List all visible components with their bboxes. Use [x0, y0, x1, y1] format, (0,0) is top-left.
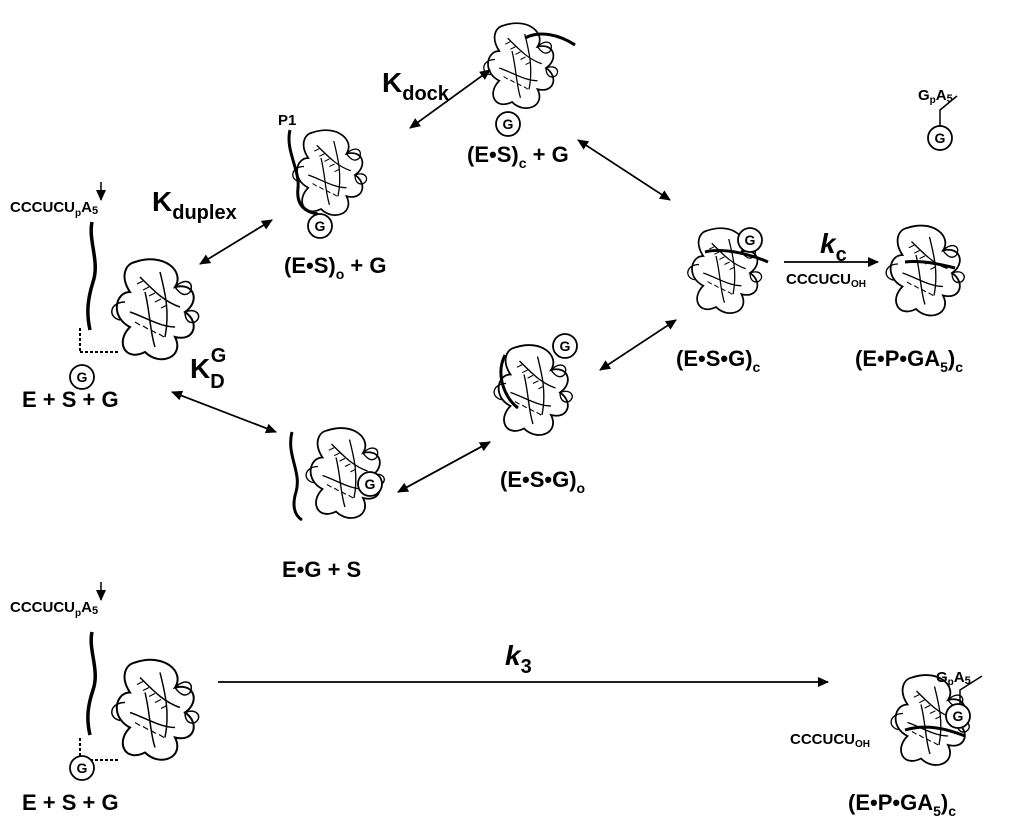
species-epg-bottom: (E•P•GA5)c [848, 790, 956, 817]
species-eg: E•G + S [282, 557, 361, 582]
constant-kdg: KDG [190, 345, 226, 393]
guanosine-esg-open: G [552, 333, 578, 359]
ga5-strand [939, 95, 958, 128]
equilibrium-arrows [171, 69, 677, 493]
docked-strand [524, 32, 576, 47]
guanosine-es-open: G [307, 213, 333, 239]
product-3p-sequence: GpA5 [918, 87, 953, 106]
svg-text:G: G [503, 116, 514, 132]
arrow-sbind-reverse [397, 441, 491, 493]
guanosine-es-closed: G [495, 111, 521, 137]
svg-text:G: G [560, 338, 571, 354]
epg-strand-bottom [904, 725, 966, 738]
svg-text:G: G [77, 369, 88, 385]
substrate-sequence-bottom: CCCUCUpA5 [10, 599, 98, 619]
guanosine-epg-closed: G [927, 125, 953, 151]
species-es-open: (E•S)o + G [284, 253, 386, 282]
svg-text:G: G [315, 218, 326, 234]
svg-text:G: G [953, 708, 964, 724]
p1-label: P1 [278, 112, 296, 129]
substrate-sequence-top: CCCUCUpA5 [10, 199, 98, 219]
species-epg-closed: (E•P•GA5)c [855, 346, 963, 375]
species-free-top: E + S + G [22, 387, 119, 412]
constant-kduplex: Kduplex [152, 186, 237, 224]
ribozyme-es-open [291, 129, 368, 217]
esg-strand [704, 248, 769, 264]
arrow-dock-reverse [409, 69, 491, 129]
ga5-strand-bottom [959, 675, 983, 706]
constant-k3: k3 [505, 640, 532, 678]
substrate-tail-top [79, 328, 120, 353]
esg-open-strand [499, 354, 519, 410]
svg-text:G: G [365, 476, 376, 492]
guanosine-epg-bottom: G [945, 703, 971, 729]
ribozyme-es-closed [482, 22, 559, 110]
guanosine-free-bottom: G [69, 755, 95, 781]
constant-kdock: Kdock [382, 67, 450, 105]
ribozyme-epg-closed [885, 224, 966, 317]
epg-strand [904, 260, 956, 270]
product-5p-sequence: CCCUCUOH [786, 271, 866, 290]
svg-text:G: G [77, 760, 88, 776]
svg-text:G: G [935, 130, 946, 146]
arrow-dock-g-reverse [599, 319, 677, 371]
guanosine-esg-closed: G [737, 227, 763, 253]
svg-text:G: G [745, 232, 756, 248]
constant-kc: kc [820, 228, 847, 266]
substrate-strand-top [86, 221, 97, 331]
substrate-strand-bottom [86, 631, 97, 736]
p1-strand [287, 129, 319, 216]
guanosine-free-top: G [69, 364, 95, 390]
eg-strand [289, 431, 303, 522]
guanosine-eg: G [357, 471, 383, 497]
species-es-closed: (E•S)c + G [467, 142, 569, 171]
arrow-duplex-reverse [199, 219, 273, 265]
arrow-gbind-closed-reverse [577, 139, 671, 201]
arrow-kdg-reverse [171, 390, 277, 433]
product-3p-sequence-bottom: GpA5 [936, 669, 971, 688]
ribozyme-free-bottom [110, 658, 200, 761]
species-esg-closed: (E•S•G)c [676, 346, 761, 375]
ribozyme-free-top [110, 257, 200, 361]
species-free-bottom: E + S + G [22, 790, 119, 815]
product-5p-sequence-bottom: CCCUCUOH [790, 731, 870, 750]
species-esg-open: (E•S•G)o [500, 467, 585, 496]
